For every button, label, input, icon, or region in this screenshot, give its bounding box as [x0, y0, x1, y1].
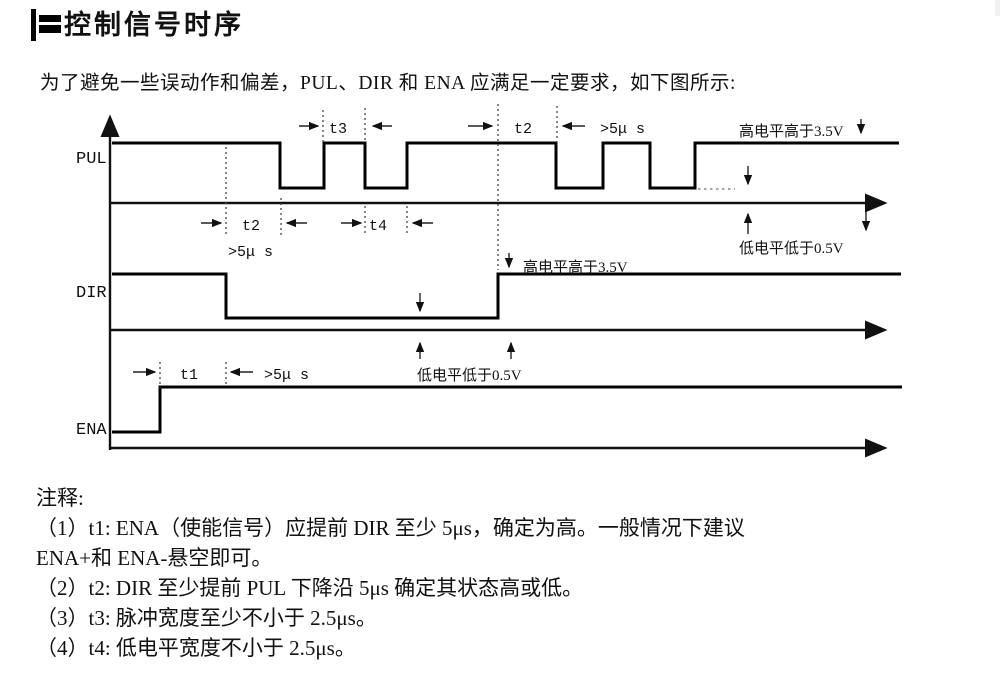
- dir-low-level-note: 低电平低于0.5V: [417, 367, 522, 384]
- ena-signal-label: ENA: [76, 421, 107, 440]
- notes-section: 注释: （1）t1: ENA（使能信号）应提前 DIR 至少 5μs，确定为高。…: [36, 483, 986, 663]
- pul-signal-label: PUL: [76, 150, 107, 169]
- notes-heading: 注释:: [36, 486, 84, 510]
- dir-signal-label: DIR: [76, 284, 107, 303]
- intro-text: 为了避免一些误动作和偏差，PUL、DIR 和 ENA 应满足一定要求，如下图所示…: [40, 73, 736, 94]
- gt5us-lower-label: >5μ s: [228, 244, 273, 261]
- t2-upper-label: t2: [514, 121, 532, 138]
- dir-waveform: [112, 272, 901, 320]
- note-line-4: （4）t4: 低电平宽度不小于 2.5μs。: [36, 636, 356, 660]
- t2-lower-label: t2: [242, 218, 260, 235]
- note-line-2: （2）t2: DIR 至少提前 PUL 下降沿 5μs 确定其状态高或低。: [36, 576, 584, 600]
- t4-label: t4: [369, 218, 387, 235]
- ena-waveform: [112, 385, 902, 434]
- note-line-3: （3）t3: 脉冲宽度至少不小于 2.5μs。: [36, 606, 377, 630]
- timing-diagram: PUL DIR ENA t3 t2 >5μ s t2 t4 >5μ s t1 >…: [76, 104, 902, 458]
- page-edge-artifact: [995, 0, 1000, 16]
- section-marker-icon: [28, 7, 64, 43]
- pul-waveform: [112, 141, 899, 190]
- pul-high-level-note: 高电平高于3.5V: [739, 123, 844, 140]
- dir-high-level-note: 高电平高于3.5V: [523, 259, 628, 276]
- note-line-1: （1）t1: ENA（使能信号）应提前 DIR 至少 5μs，确定为高。一般情况…: [36, 516, 745, 540]
- t3-label: t3: [329, 121, 347, 138]
- note-line-1-cont: ENA+和 ENA-悬空即可。: [36, 546, 273, 570]
- pul-low-level-note: 低电平低于0.5V: [739, 240, 844, 257]
- gt5us-upper-label: >5μ s: [600, 121, 645, 138]
- page-title: 控制信号时序: [64, 10, 244, 40]
- gt5us-t1-label: >5μ s: [264, 367, 309, 384]
- t1-label: t1: [180, 367, 198, 384]
